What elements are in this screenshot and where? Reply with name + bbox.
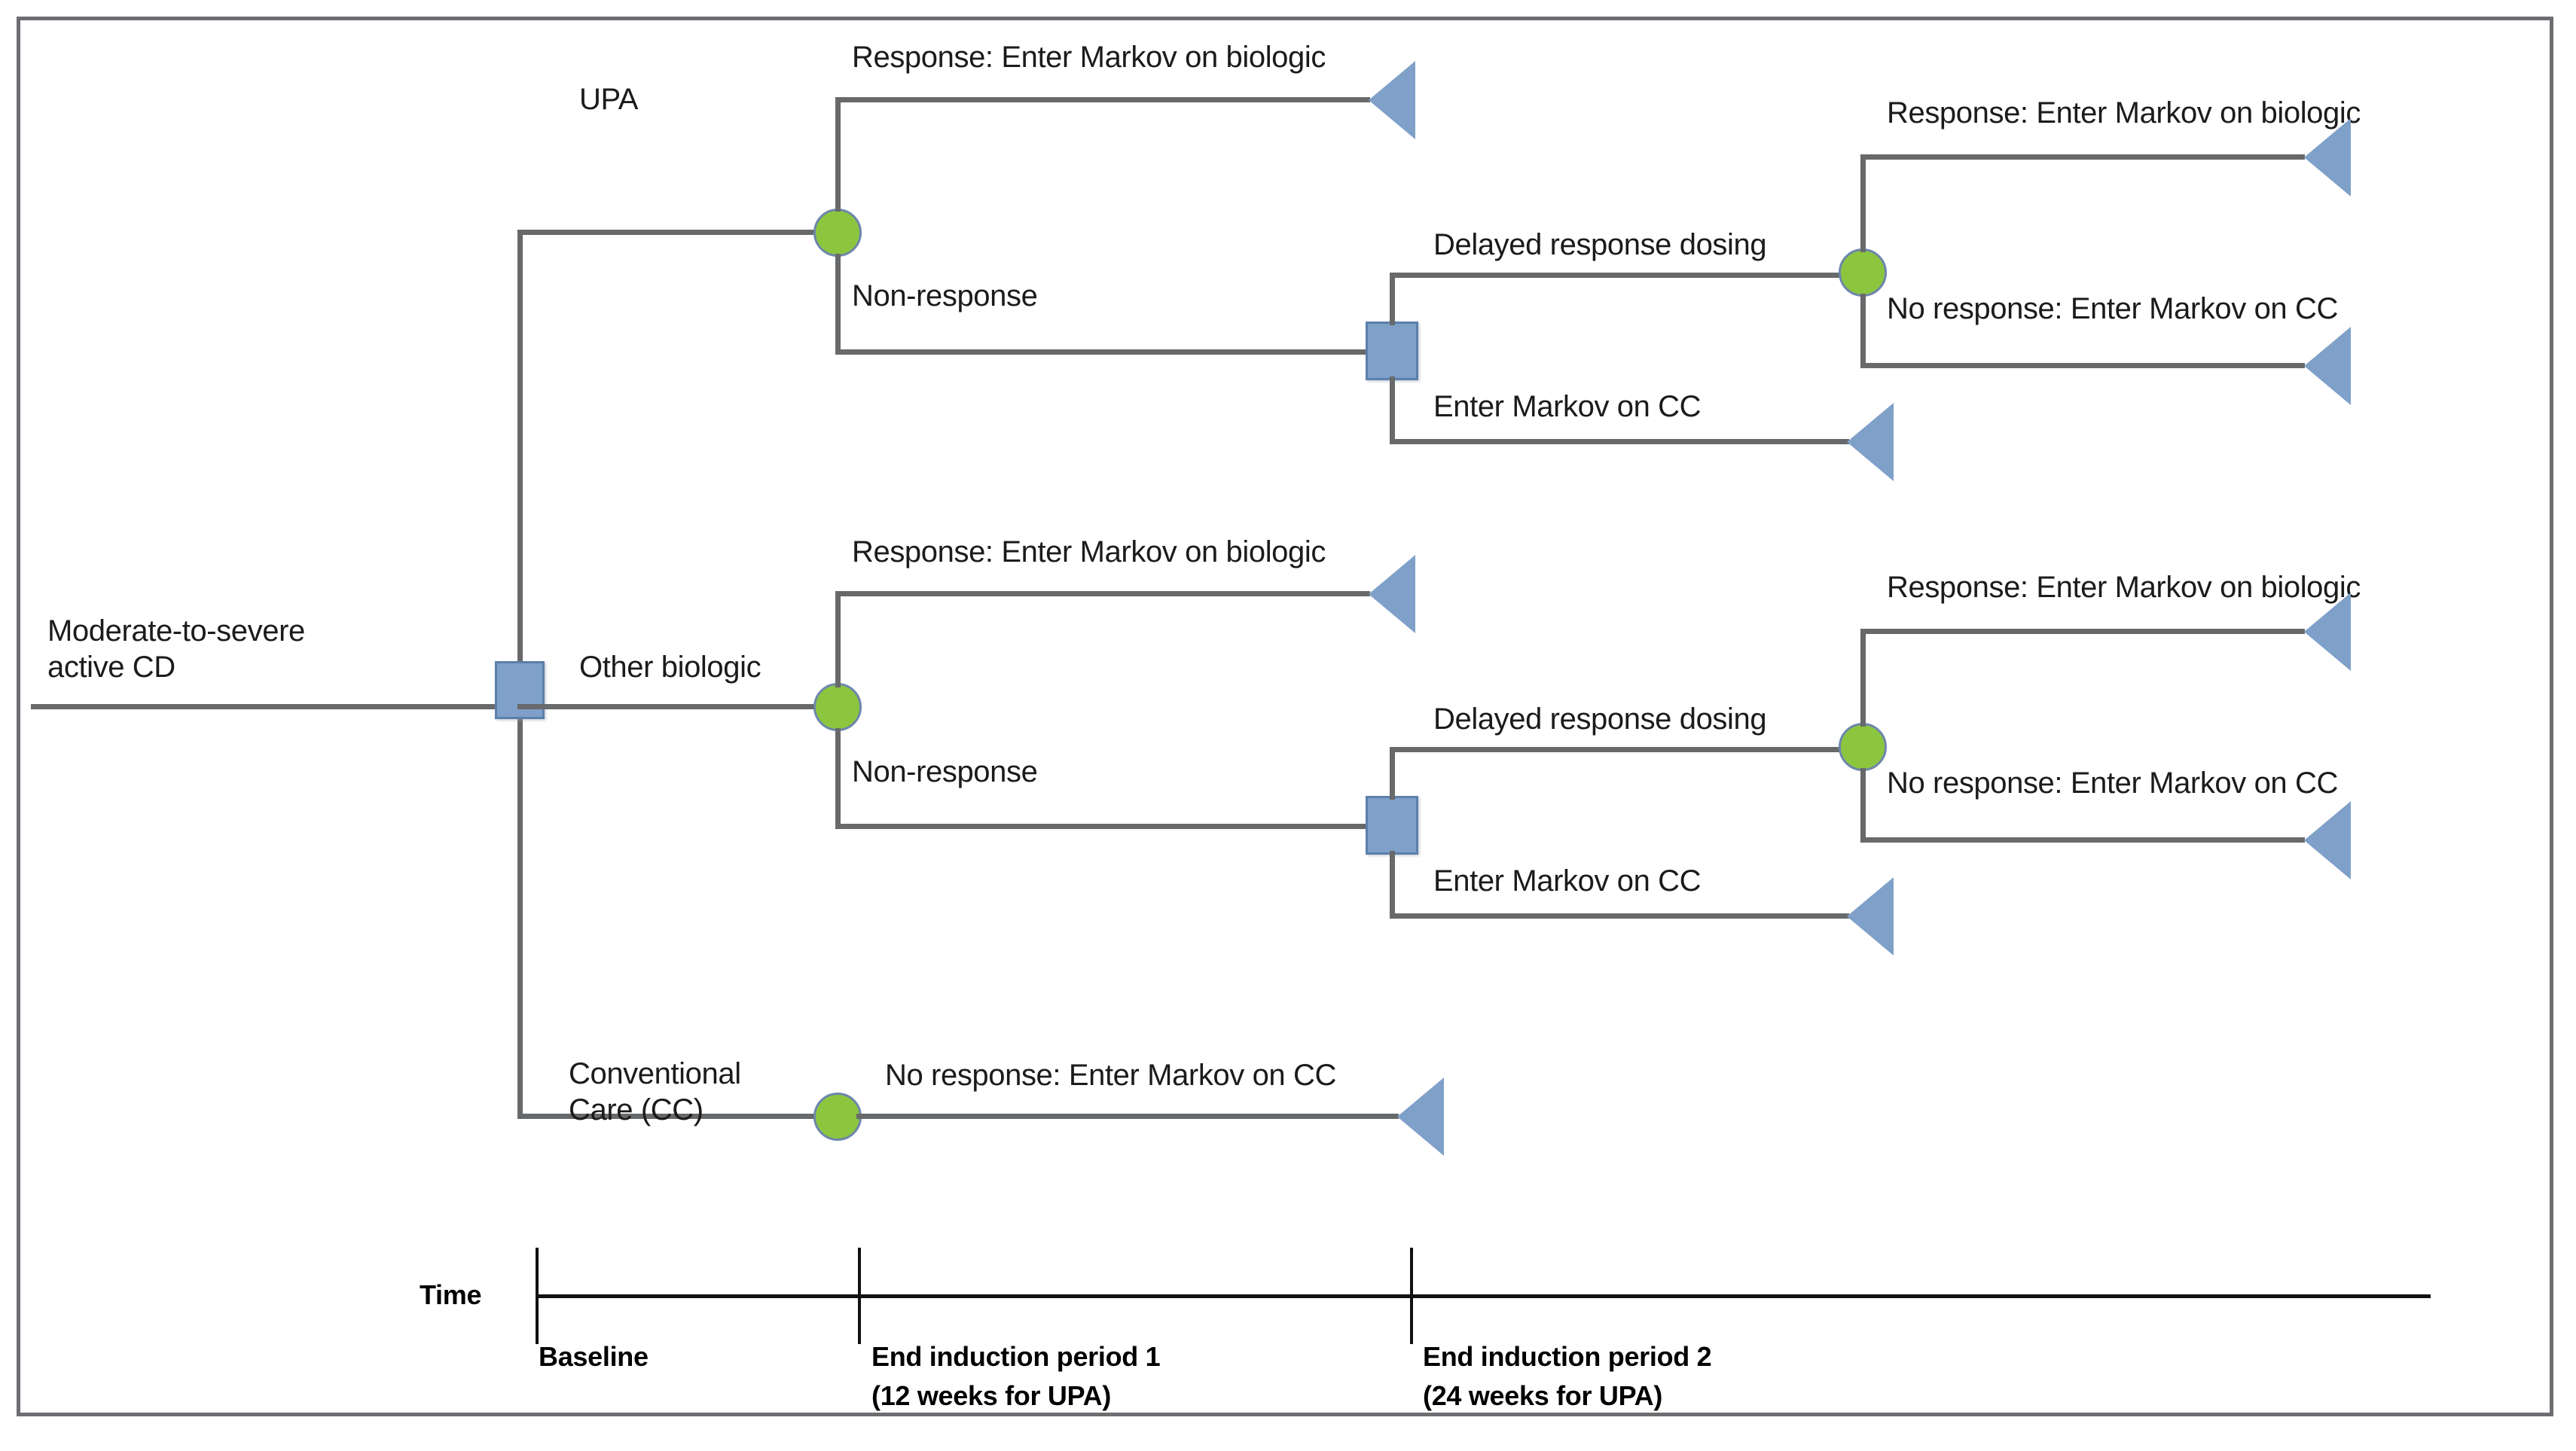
upa-delayed-noresponse-terminal[interactable]	[2304, 327, 2351, 405]
upa-cc-dropper	[1390, 376, 1395, 439]
other-biologic-response-line	[835, 591, 1370, 596]
upa-delayed-noresponse-dropper	[1860, 294, 1866, 363]
other-biologic-second-chance-node[interactable]	[1839, 723, 1887, 771]
upa-response-riser	[835, 97, 841, 212]
upa-nonresponse-dropper	[835, 254, 841, 349]
upa-delayed-line	[1390, 273, 1863, 278]
upa-response-label: Response: Enter Markov on biologic	[852, 41, 1326, 74]
timeline-label-baseline: Baseline	[539, 1341, 649, 1372]
other-biologic-delayed-response-line	[1860, 629, 2305, 634]
other-biologic-cc-line	[1390, 913, 1849, 919]
other-biologic-cc-dropper	[1390, 851, 1395, 913]
other-biologic-delayed-noresponse-terminal[interactable]	[2304, 801, 2351, 879]
other-biologic-delayed-response-riser	[1860, 629, 1866, 727]
conventional-care-arm-line	[517, 1114, 858, 1119]
upa-cc-label: Enter Markov on CC	[1433, 390, 1702, 423]
other-biologic-response-riser	[835, 591, 841, 687]
timeline-sublabel-period-1: (12 weeks for UPA)	[871, 1380, 1112, 1411]
other-biologic-nonresponse-line	[835, 824, 1372, 829]
other-biologic-response-label: Response: Enter Markov on biologic	[852, 535, 1326, 569]
other-biologic-delayed-response-terminal[interactable]	[2304, 593, 2351, 671]
upa-nonresponse-label: Non-response	[852, 279, 1038, 312]
upa-chance-node[interactable]	[813, 209, 862, 257]
other-biologic-nonresponse-label: Non-response	[852, 755, 1038, 788]
other-biologic-delayed-noresponse-dropper	[1860, 768, 1866, 837]
upa-arm-line	[517, 230, 856, 235]
upa-second-chance-node[interactable]	[1839, 248, 1887, 297]
upa-cc-line	[1390, 439, 1849, 444]
other-biologic-delayed-line	[1390, 747, 1863, 752]
other-biologic-delayed-noresponse-label: No response: Enter Markov on CC	[1887, 767, 2338, 800]
upa-arm-label: UPA	[579, 83, 639, 116]
timeline-tick-baseline	[536, 1248, 539, 1344]
root-decision-node[interactable]	[495, 661, 545, 719]
upa-delayed-response-terminal[interactable]	[2304, 118, 2351, 197]
conventional-care-outcome-label: No response: Enter Markov on CC	[885, 1059, 1336, 1092]
timeline-label-period-2: End induction period 2	[1423, 1341, 1712, 1372]
upa-delayed-response-riser	[1860, 154, 1866, 252]
other-biologic-delayed-response-label: Response: Enter Markov on biologic	[1887, 571, 2361, 604]
upa-delayed-noresponse-line	[1860, 363, 2305, 368]
root-label-line2: active CD	[47, 651, 175, 684]
other-biologic-response-terminal[interactable]	[1369, 555, 1415, 633]
conventional-care-arm-label-line2: Care (CC)	[569, 1093, 704, 1126]
upa-nonresponse-line	[835, 349, 1372, 355]
upa-cc-terminal[interactable]	[1847, 403, 1894, 481]
upa-response-terminal[interactable]	[1369, 61, 1415, 139]
conventional-care-chance-node[interactable]	[813, 1093, 862, 1141]
other-biologic-delayed-riser	[1390, 747, 1395, 800]
conventional-care-outcome-line	[856, 1114, 1399, 1119]
other-biologic-nonresponse-dropper	[835, 728, 841, 824]
figure-frame: Moderate-to-severe active CD UPA Respons…	[17, 17, 2553, 1416]
other-biologic-delayed-label: Delayed response dosing	[1433, 703, 1767, 736]
upa-delayed-response-label: Response: Enter Markov on biologic	[1887, 96, 2361, 130]
timeline-label-period-1: End induction period 1	[871, 1341, 1161, 1372]
upa-delayed-riser	[1390, 273, 1395, 325]
upa-delayed-response-line	[1860, 154, 2305, 160]
timeline-axis-label: Time	[420, 1279, 482, 1310]
conventional-care-arm-label-line1: Conventional	[569, 1057, 741, 1090]
conventional-care-terminal[interactable]	[1397, 1078, 1444, 1156]
root-incoming-line	[31, 704, 513, 709]
other-biologic-cc-terminal[interactable]	[1847, 877, 1894, 956]
timeline-sublabel-period-2: (24 weeks for UPA)	[1423, 1380, 1663, 1411]
other-biologic-cc-label: Enter Markov on CC	[1433, 864, 1702, 898]
other-biologic-arm-label: Other biologic	[579, 651, 762, 684]
upa-delayed-label: Delayed response dosing	[1433, 228, 1767, 261]
upa-second-decision-node[interactable]	[1366, 322, 1418, 380]
other-biologic-chance-node[interactable]	[813, 683, 862, 731]
other-biologic-arm-line	[517, 704, 858, 709]
other-biologic-second-decision-node[interactable]	[1366, 796, 1418, 855]
upa-delayed-noresponse-label: No response: Enter Markov on CC	[1887, 292, 2338, 325]
timeline-tick-period-2	[1410, 1248, 1413, 1344]
upa-response-line	[835, 97, 1370, 102]
timeline-tick-period-1	[858, 1248, 861, 1344]
root-label-line1: Moderate-to-severe	[47, 614, 305, 648]
other-biologic-delayed-noresponse-line	[1860, 837, 2305, 843]
timeline-axis	[539, 1294, 2431, 1298]
